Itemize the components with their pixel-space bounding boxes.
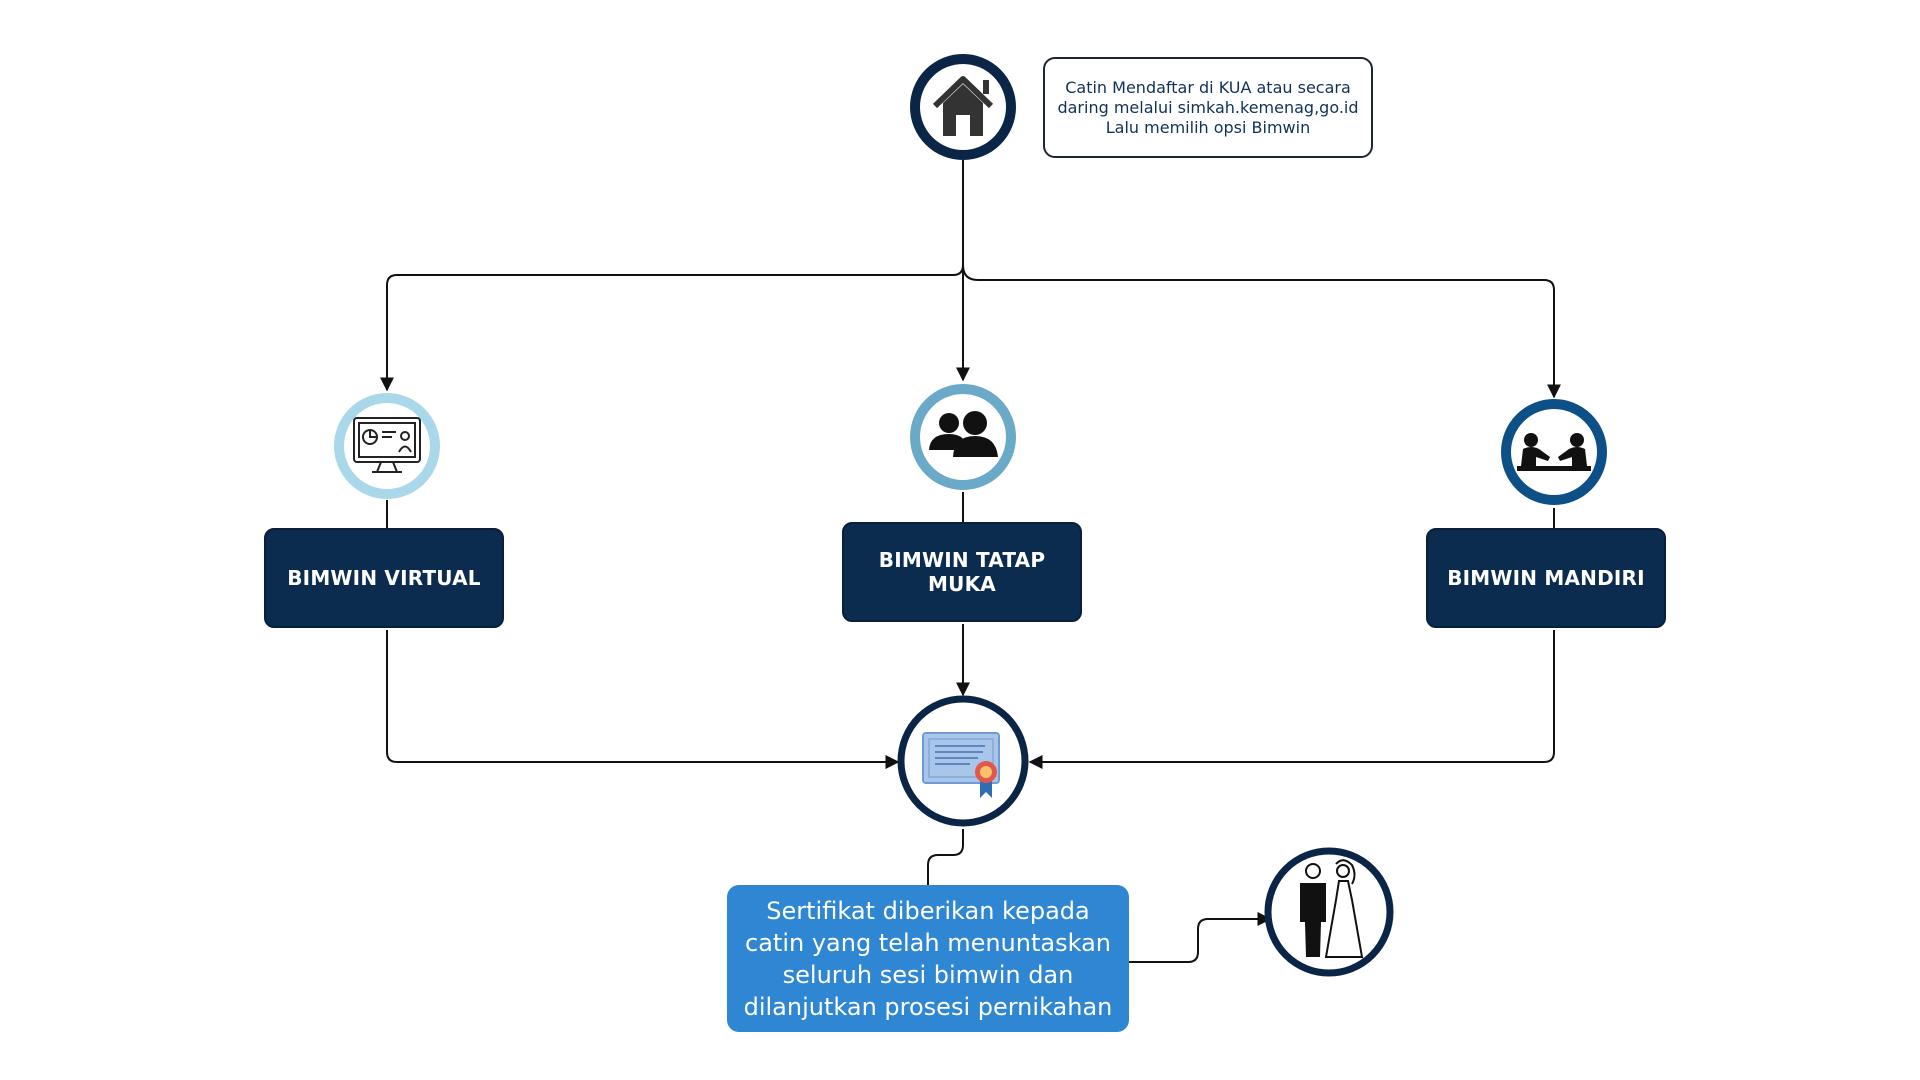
connectors bbox=[380, 160, 1561, 963]
option-label-virtual: BIMWIN VIRTUAL bbox=[287, 566, 481, 590]
virtual-ring bbox=[334, 393, 440, 499]
handshake-meeting-icon bbox=[1517, 433, 1591, 471]
connector-text-to-couple bbox=[1129, 912, 1272, 963]
option-box-tatap-muka: BIMWIN TATAP MUKA bbox=[842, 522, 1082, 622]
certificate-text-line: seluruh sesi bimwin dan bbox=[782, 960, 1074, 989]
mandiri-ring bbox=[1501, 399, 1607, 505]
start-node bbox=[910, 54, 1016, 160]
option-box-virtual: BIMWIN VIRTUAL bbox=[264, 528, 504, 628]
certificate-description: Sertifikat diberikan kepada catin yang t… bbox=[727, 885, 1129, 1032]
wedding-couple-icon bbox=[1300, 859, 1364, 958]
final-node bbox=[1264, 847, 1394, 977]
certificate-node bbox=[897, 695, 1029, 827]
note-line: Catin Mendaftar di KUA atau secara bbox=[1065, 77, 1351, 97]
connector-start-to-mandiri bbox=[962, 264, 1561, 399]
connector-mandiri-to-certificate bbox=[1028, 630, 1555, 769]
certificate-icon bbox=[922, 732, 1000, 798]
connector-certificate-to-text bbox=[927, 829, 964, 885]
note-line: Lalu memilih opsi Bimwin bbox=[1105, 117, 1311, 137]
people-group-icon bbox=[929, 411, 998, 457]
house-icon bbox=[932, 76, 994, 136]
note-line: daring melalui simkah.kemenag,go.id bbox=[1057, 97, 1359, 117]
connector-virtual-to-certificate bbox=[386, 630, 900, 769]
certificate-text-line: dilanjutkan prosesi pernikahan bbox=[743, 992, 1113, 1021]
computer-presentation-icon bbox=[353, 417, 421, 473]
certificate-text-line: catin yang telah menuntaskan bbox=[745, 928, 1111, 957]
certificate-text-line: Sertifikat diberikan kepada bbox=[766, 896, 1090, 925]
option-label-tatap-muka: BIMWIN TATAP MUKA bbox=[878, 548, 1046, 596]
registration-note: Catin Mendaftar di KUA atau secara darin… bbox=[1043, 57, 1373, 158]
connector-start-to-virtual bbox=[380, 264, 964, 392]
option-label-mandiri: BIMWIN MANDIRI bbox=[1447, 566, 1645, 590]
tatap-muka-ring bbox=[910, 384, 1016, 490]
option-box-mandiri: BIMWIN MANDIRI bbox=[1426, 528, 1666, 628]
